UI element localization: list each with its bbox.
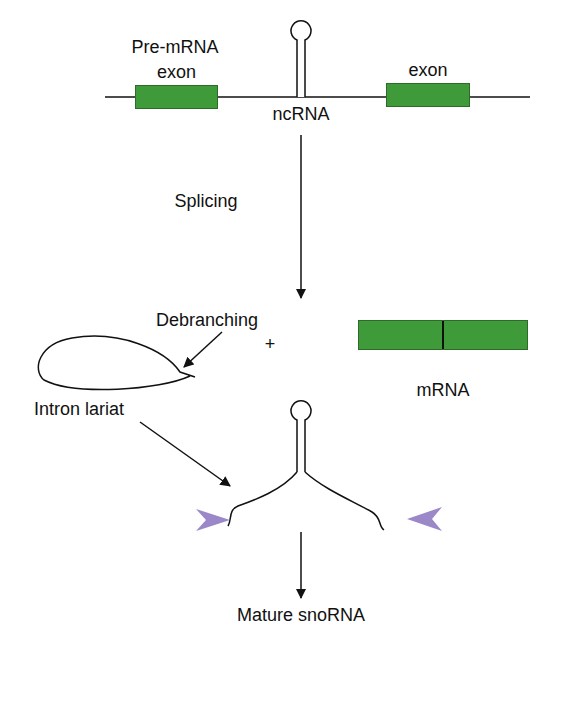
step-label: Debranching	[156, 309, 258, 331]
step-label: Splicing	[174, 190, 237, 212]
snorna-left-tail	[228, 472, 297, 526]
exon-junction	[442, 321, 444, 349]
maturation-arrow	[300, 532, 302, 598]
intron-lariat: Intron lariat	[30, 330, 195, 395]
snorna-hairpin	[291, 401, 311, 472]
plus-sign: +	[265, 333, 276, 355]
exonuclease-arrowhead	[407, 507, 442, 531]
lariat-loop	[38, 336, 195, 389]
node-label: exon	[387, 59, 469, 81]
debranching-pointer	[184, 332, 222, 367]
node-label: Intron lariat	[34, 398, 124, 420]
exon-box: exon	[135, 85, 218, 109]
splicing-arrow	[300, 135, 302, 298]
molecule-label: Pre-mRNA	[131, 36, 218, 58]
node-label: exon	[136, 61, 217, 83]
exonuclease-arrowhead	[196, 509, 230, 531]
processing-arrow	[140, 422, 230, 486]
snorna-right-tail	[305, 472, 384, 530]
exon-box: exon	[386, 83, 470, 107]
ncrna-hairpin	[291, 21, 311, 97]
product-label: Mature snoRNA	[237, 604, 365, 626]
molecule-label: ncRNA	[272, 103, 329, 125]
lariat-outline	[30, 330, 195, 395]
mrna-bar: mRNA	[358, 320, 528, 350]
node-label: mRNA	[359, 379, 527, 401]
